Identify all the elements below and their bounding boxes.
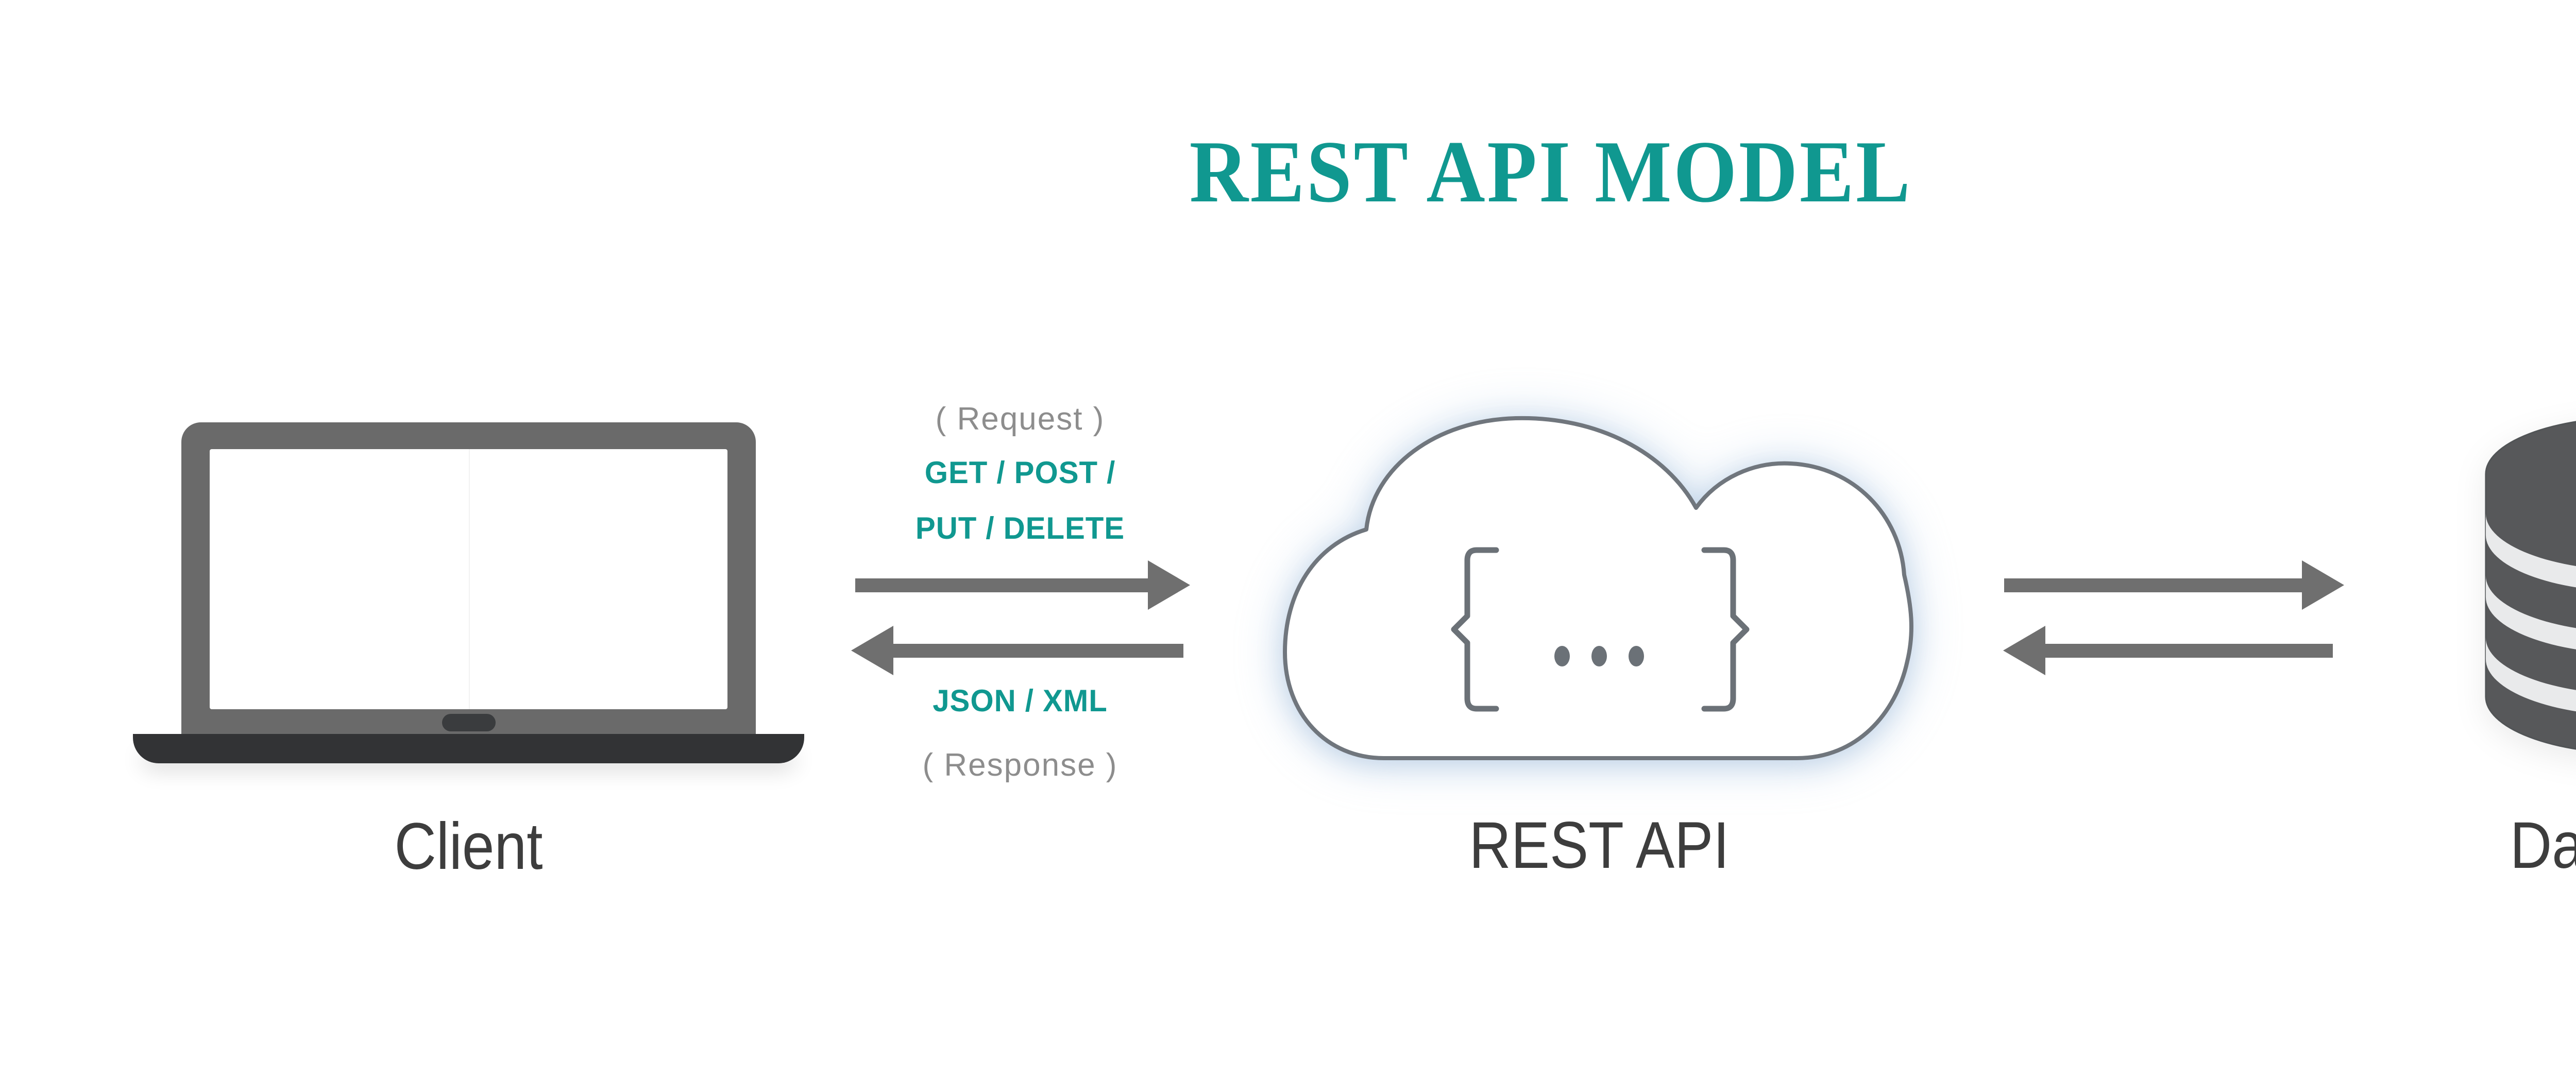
cloud-icon (1283, 416, 1913, 760)
laptop-notch (442, 714, 496, 731)
laptop-screen (210, 449, 727, 709)
database-label: Database (2510, 809, 2576, 882)
arrow-shaft (855, 578, 1148, 592)
arrow-shaft (2004, 578, 2302, 592)
database-silhouette (2485, 421, 2576, 750)
request-caption: ( Request ) (935, 401, 1105, 437)
database-gaps (2485, 514, 2576, 712)
cloud-outline (1283, 416, 1913, 760)
request-methods-line-2: PUT / DELETE (915, 511, 1125, 545)
api-label: REST API (1469, 809, 1730, 882)
ellipsis-icon (1554, 646, 1644, 666)
arrow-head (2302, 560, 2344, 610)
page-title: REST API MODEL (1189, 123, 1912, 221)
curly-braces-icon (1451, 547, 1750, 712)
laptop-lid (181, 422, 756, 734)
client-label: Client (394, 810, 543, 883)
request-arrow-right-icon (855, 560, 1190, 610)
arrow-head (1148, 560, 1190, 610)
response-caption: ( Response ) (922, 747, 1118, 783)
database-icon (2485, 421, 2576, 750)
laptop-icon (133, 422, 804, 763)
response-format: JSON / XML (933, 683, 1108, 718)
arrow-shaft (893, 643, 1183, 658)
laptop-base (133, 734, 804, 763)
arrow-head (851, 626, 893, 675)
db-api-arrow-left-icon (2003, 626, 2333, 675)
arrow-head (2003, 626, 2045, 675)
arrow-shaft (2045, 643, 2333, 658)
api-db-arrow-right-icon (2004, 560, 2344, 610)
request-methods-line-1: GET / POST / (924, 455, 1116, 490)
response-arrow-left-icon (851, 626, 1183, 675)
laptop-screen-seam (468, 449, 470, 709)
